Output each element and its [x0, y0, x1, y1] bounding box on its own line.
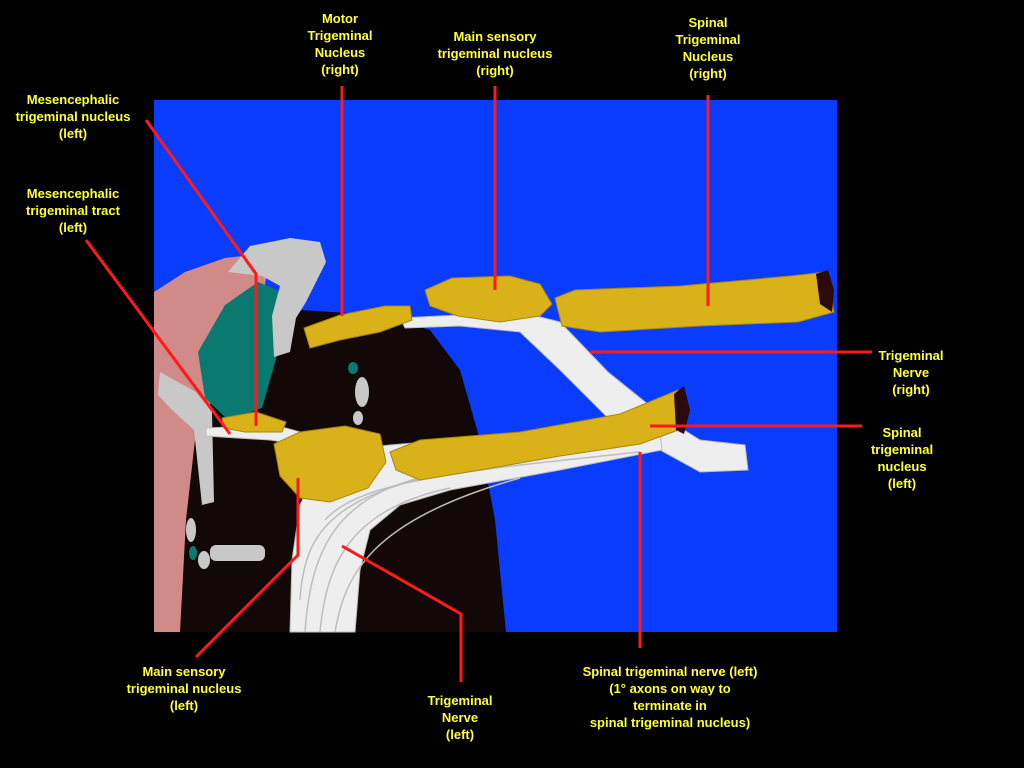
leader-main-sensory-left	[194, 478, 300, 659]
spinal-nucleus-right	[554, 271, 835, 333]
motor-nucleus-right	[303, 305, 413, 349]
nerve-fibers-left	[299, 451, 641, 633]
leader-mesencephalic-tract-left	[84, 239, 232, 435]
grey-structure-left	[158, 372, 214, 505]
spinal-nucleus-right-end	[816, 270, 834, 312]
grey-spot-4	[198, 551, 210, 569]
teal-spot-1	[348, 362, 358, 374]
main-sensory-nucleus-left	[273, 425, 387, 503]
grey-spot-3	[186, 518, 196, 542]
label-motor-nucleus-right: Motor Trigeminal Nucleus (right)	[307, 11, 373, 77]
leader-mesencephalic-nucleus-left	[144, 119, 258, 426]
grey-spot-2	[353, 411, 363, 425]
spinal-nucleus-left-end	[674, 386, 690, 434]
teal-tissue	[198, 282, 282, 420]
label-main-sensory-left: Main sensory trigeminal nucleus (left)	[126, 664, 242, 713]
label-spinal-nucleus-left: Spinal trigeminal nucleus (left)	[870, 425, 934, 491]
label-mesencephalic-tract-left: Mesencephalic trigeminal tract (left)	[26, 186, 120, 235]
label-mesencephalic-nucleus-left: Mesencephalic trigeminal nucleus (left)	[15, 92, 131, 141]
grey-bar	[210, 545, 265, 561]
leader-trigeminal-nerve-left	[341, 544, 463, 682]
main-sensory-nucleus-right	[424, 275, 553, 323]
label-trigeminal-nerve-left: Trigeminal Nerve (left)	[427, 693, 493, 742]
grey-spot-1	[355, 377, 369, 407]
leader-lines	[84, 86, 872, 682]
label-spinal-nerve-left: Spinal trigeminal nerve (left) (1° axons…	[582, 664, 758, 730]
label-main-sensory-right: Main sensory trigeminal nucleus (right)	[437, 29, 553, 78]
spinal-nucleus-left	[389, 389, 685, 481]
label-trigeminal-nerve-right: Trigeminal Nerve (right)	[878, 348, 944, 397]
teal-spot-2	[189, 546, 197, 560]
label-spinal-nucleus-right: Spinal Trigeminal Nucleus (right)	[675, 15, 741, 81]
